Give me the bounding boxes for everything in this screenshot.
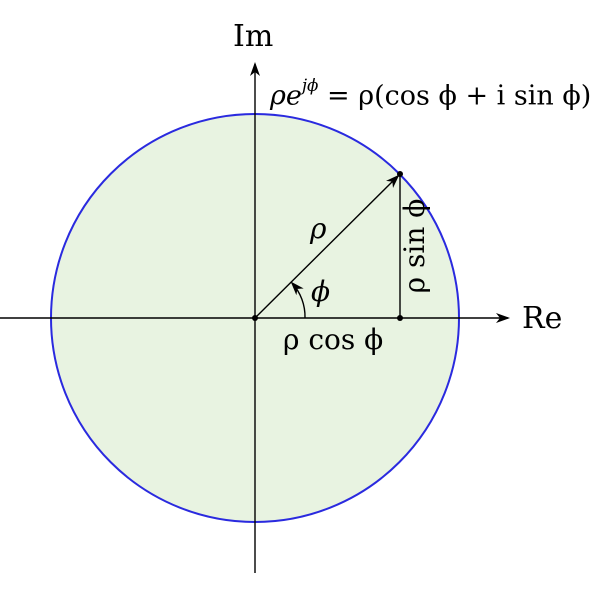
- formula-lhs: ρe: [270, 80, 302, 112]
- angle-arc: [290, 281, 306, 319]
- radius-vector: [254, 174, 400, 319]
- complex-point: [397, 171, 403, 177]
- formula-exponent: jϕ: [301, 75, 319, 95]
- real-axis-label: Re: [522, 301, 563, 336]
- real-projection-point: [397, 315, 403, 321]
- radius-label: ρ: [310, 212, 327, 245]
- imaginary-part-label: ρ sin ϕ: [398, 198, 431, 294]
- angle-label: ϕ: [311, 275, 331, 308]
- imaginary-axis-label: Im: [233, 19, 274, 54]
- real-part-label: ρ cos ϕ: [283, 323, 384, 356]
- euler-formula: ρejϕ = ρ(cos ϕ + i sin ϕ): [270, 75, 592, 112]
- origin-point: [252, 315, 258, 321]
- formula-rhs: = ρ(cos ϕ + i sin ϕ): [318, 80, 592, 112]
